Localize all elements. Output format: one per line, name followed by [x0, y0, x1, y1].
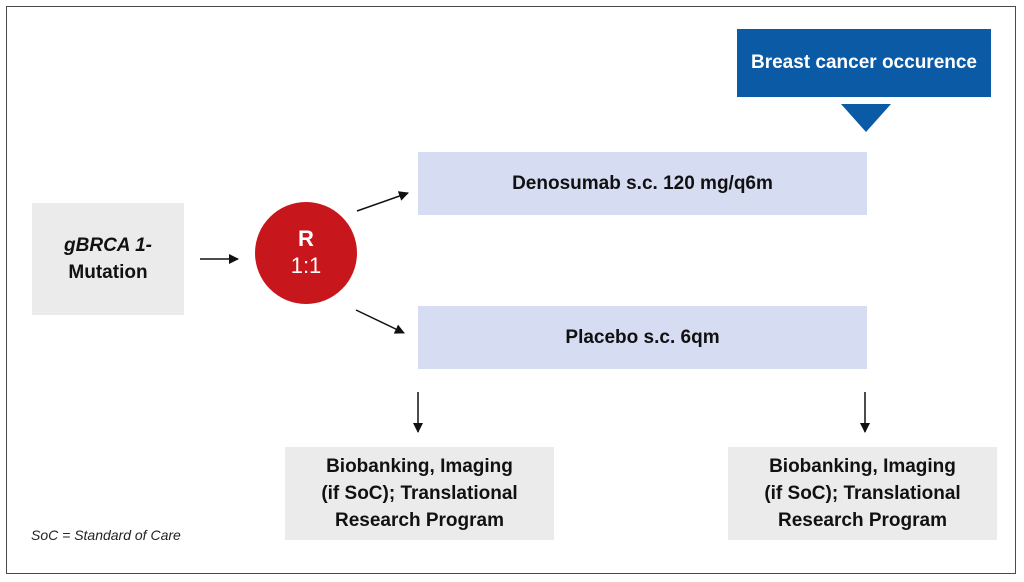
population-box: gBRCA 1- Mutation: [32, 203, 184, 315]
arm-denosumab-label: Denosumab s.c. 120 mg/q6m: [512, 173, 773, 194]
population-line1: gBRCA 1-: [64, 235, 152, 256]
randomization-letter: R: [298, 226, 314, 251]
outcome-right-line1: Biobanking, Imaging: [769, 456, 956, 477]
outcome-left-line2: (if SoC); Translational: [321, 483, 518, 504]
arrow-randomization-to-denosumab: [356, 191, 409, 212]
randomization-ratio: 1:1: [290, 253, 322, 278]
population-line2: Mutation: [68, 262, 148, 283]
randomization-circle: R 1:1: [255, 202, 357, 304]
banner-label: Breast cancer occurence: [750, 52, 977, 73]
arm-placebo-label: Placebo s.c. 6qm: [565, 327, 720, 348]
arm-denosumab-box: Denosumab s.c. 120 mg/q6m: [418, 152, 867, 215]
banner-down-arrow: [841, 104, 891, 132]
outcome-left-line1: Biobanking, Imaging: [326, 456, 513, 477]
outcome-box-right: Biobanking, Imaging (if SoC); Translatio…: [728, 447, 997, 540]
arm-placebo-box: Placebo s.c. 6qm: [418, 306, 867, 369]
breast-cancer-occurrence-banner: Breast cancer occurence: [737, 29, 991, 97]
outcome-left-line3: Research Program: [335, 510, 504, 531]
outcome-right-line2: (if SoC); Translational: [764, 483, 961, 504]
outcome-box-left: Biobanking, Imaging (if SoC); Translatio…: [285, 447, 554, 540]
arrow-randomization-to-placebo: [355, 309, 405, 334]
footnote: SoC = Standard of Care: [31, 527, 181, 543]
outcome-right-line3: Research Program: [778, 510, 947, 531]
